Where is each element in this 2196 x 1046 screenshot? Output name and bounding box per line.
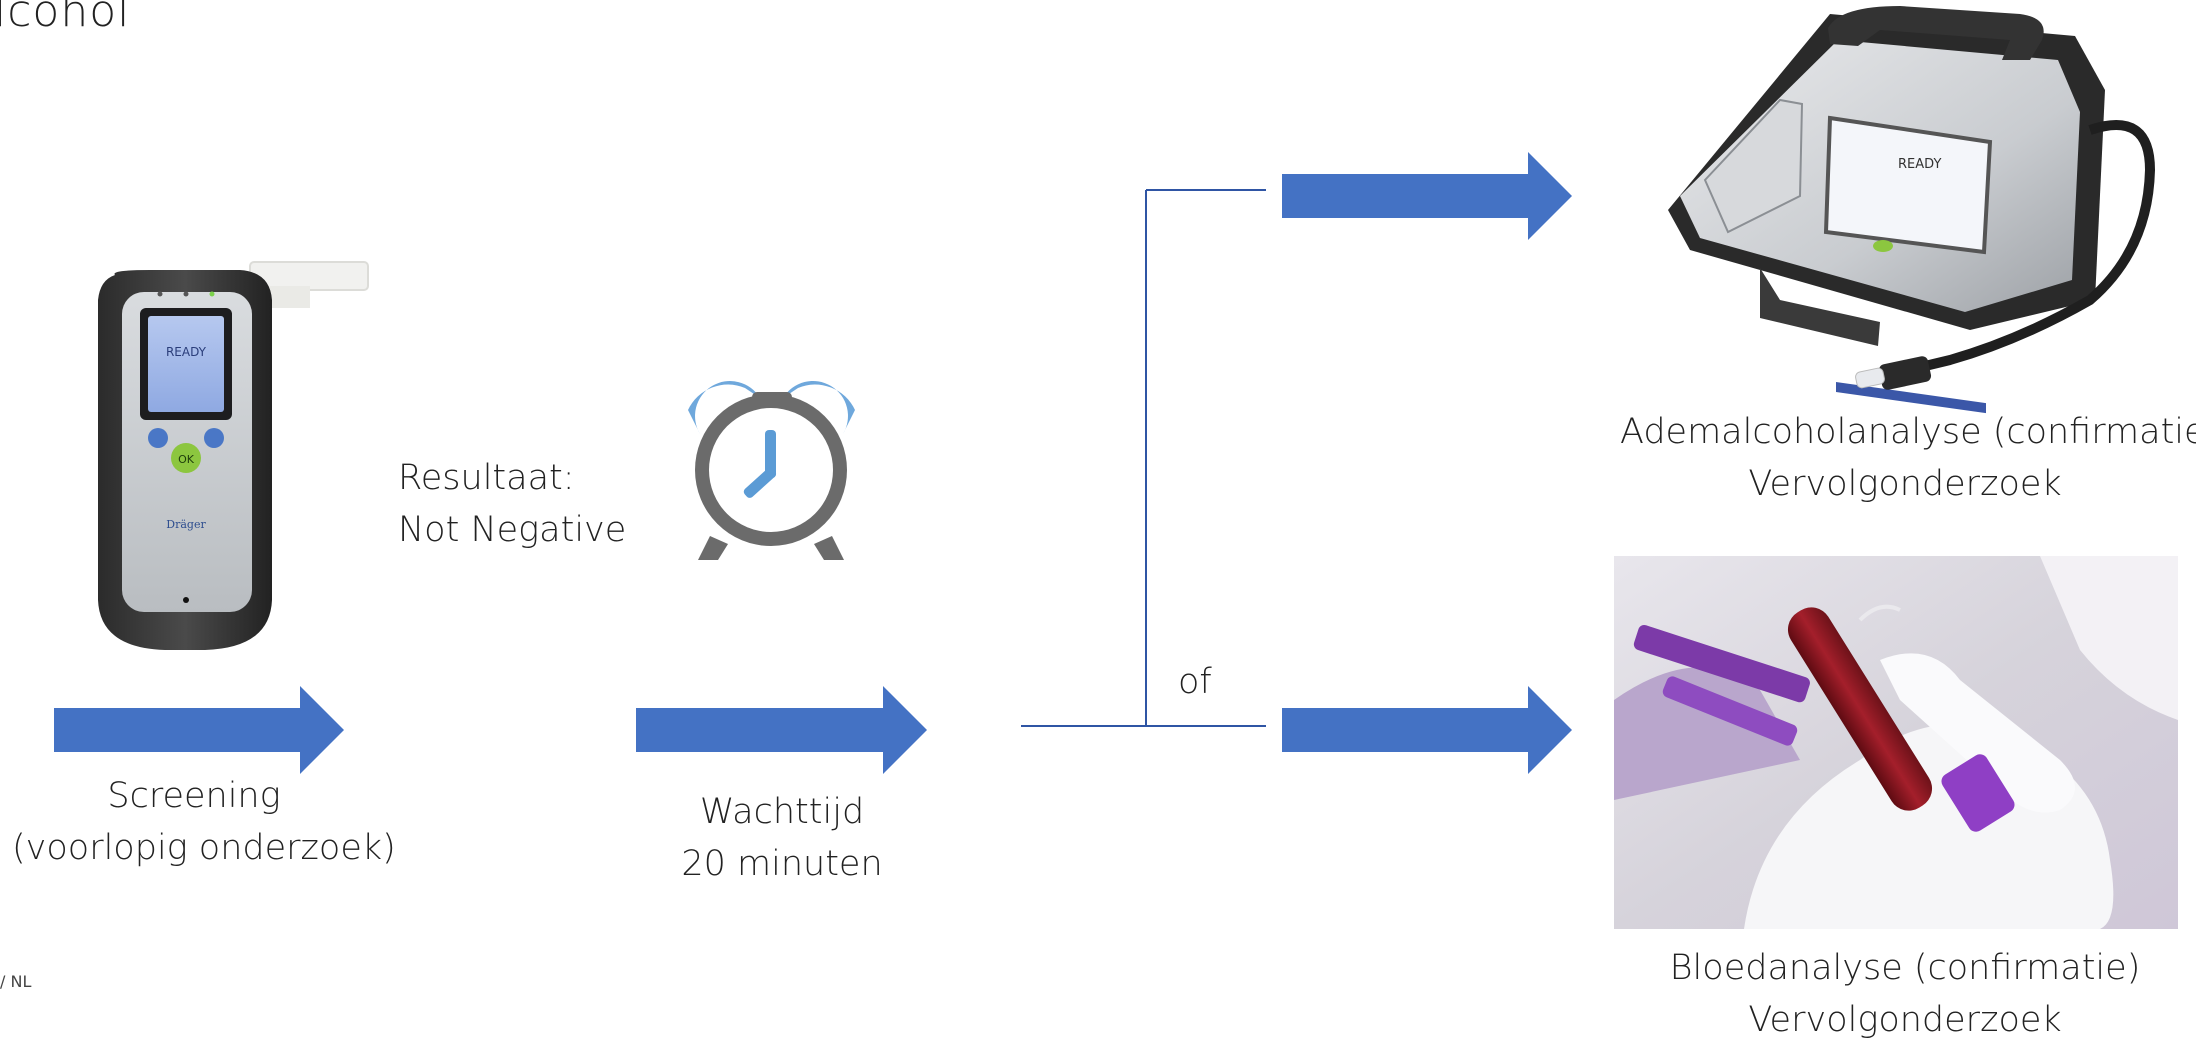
breath-caption: Ademalcoholanalyse (confirmatie) Vervolg… bbox=[1620, 406, 2196, 510]
screening-caption: Screening (voorlopig onderzoek) bbox=[12, 770, 396, 874]
result-label: Resultaat: Not Negative bbox=[398, 452, 626, 556]
branch-or-label: of bbox=[1178, 662, 1212, 702]
screening-caption-line2: (voorlopig onderzoek) bbox=[12, 828, 396, 868]
wait-caption-line2: 20 minuten bbox=[681, 844, 883, 884]
arrow-screening bbox=[54, 686, 344, 774]
wait-caption: Wachttijd 20 minuten bbox=[620, 786, 944, 890]
breath-analyser-image: READY bbox=[1668, 6, 2156, 414]
screening-caption-line1: Screening bbox=[107, 776, 281, 816]
alarm-clock-icon bbox=[688, 381, 855, 560]
blood-caption-line2: Vervolgonderzoek bbox=[1748, 1000, 2062, 1040]
result-label-line2: Not Negative bbox=[398, 510, 627, 550]
arrow-breath bbox=[1282, 152, 1572, 240]
branch-connector bbox=[1021, 189, 1266, 727]
blood-analysis-image bbox=[1614, 556, 2178, 929]
analyser-ready-text: READY bbox=[1898, 157, 1941, 172]
device-brand-text: Dräger bbox=[166, 518, 206, 531]
result-label-line1: Resultaat: bbox=[398, 458, 575, 498]
page-title: lcohol bbox=[0, 0, 131, 37]
blood-caption-line1: Bloedanalyse (confirmatie) bbox=[1669, 948, 2141, 988]
breath-caption-line2: Vervolgonderzoek bbox=[1748, 464, 2062, 504]
footer-text: / NL bbox=[0, 972, 32, 991]
arrow-blood bbox=[1282, 686, 1572, 774]
svg-text:OK: OK bbox=[178, 453, 195, 466]
arrow-wait bbox=[636, 686, 927, 774]
blood-caption: Bloedanalyse (confirmatie) Vervolgonderz… bbox=[1620, 942, 2190, 1046]
breathalyzer-device-image: READY OK Dräger bbox=[98, 261, 369, 650]
breath-caption-line1: Ademalcoholanalyse (confirmatie) bbox=[1620, 412, 2196, 452]
device-ready-text: READY bbox=[166, 345, 207, 359]
wait-caption-line1: Wachttijd bbox=[699, 792, 865, 832]
